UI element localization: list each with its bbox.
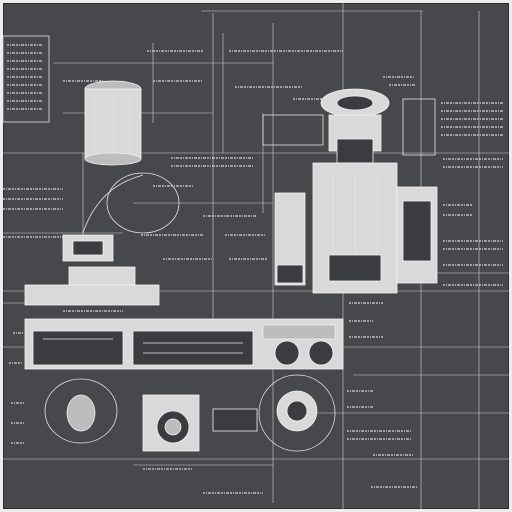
circular-fan-housing [258, 374, 336, 452]
cylindrical-canister [84, 80, 142, 166]
front-loading-drum [142, 394, 258, 452]
round-lens [82, 172, 180, 234]
round-port [44, 378, 118, 444]
domed-machine-tower [262, 88, 438, 294]
technical-diagram [3, 3, 509, 509]
blueprint-sheet [3, 3, 509, 509]
control-console [24, 234, 344, 370]
